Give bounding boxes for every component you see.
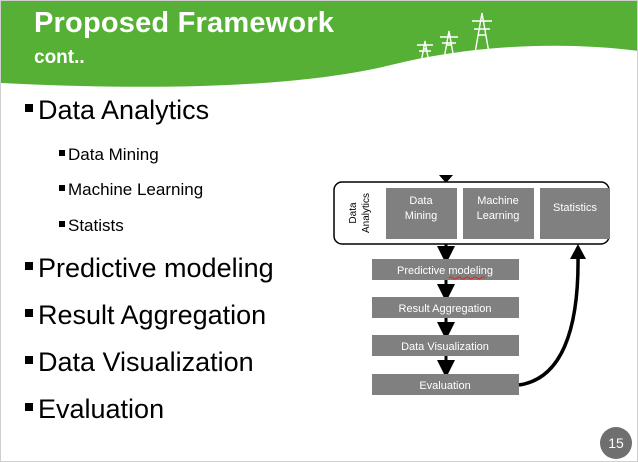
bullet-text: Machine Learning <box>68 180 204 199</box>
spellcheck-underline <box>448 276 486 280</box>
sub-bullet-item: Data Mining <box>25 145 159 165</box>
module-label: Mining <box>405 210 437 222</box>
bullet-text: Data Visualization <box>38 347 254 377</box>
bullet-text: Statists <box>68 216 124 235</box>
sub-bullet-item: Machine Learning <box>25 180 203 200</box>
bullet-item: Data Visualization <box>25 347 254 378</box>
module-label: Machine <box>477 195 519 207</box>
step-label: Result Aggregation <box>399 303 492 315</box>
bullet-item: Data Analytics <box>25 95 209 126</box>
slide-title: Proposed Framework <box>34 7 335 39</box>
bullet-square-icon <box>25 261 33 270</box>
module-box <box>463 188 534 239</box>
bullet-square-icon <box>25 355 33 364</box>
bullet-text: Data Mining <box>68 145 159 164</box>
module-box <box>386 188 457 239</box>
module-label: Data <box>409 195 433 207</box>
feedback-arrowhead-icon <box>570 244 586 259</box>
header-banner <box>1 1 637 87</box>
bullet-item: Result Aggregation <box>25 300 266 331</box>
power-tower-icon <box>417 12 492 64</box>
bullet-text: Result Aggregation <box>38 300 267 330</box>
page-number-badge: 15 <box>600 427 632 459</box>
bullet-item: Predictive modeling <box>25 253 274 284</box>
sub-bullet-item: Statists <box>25 216 124 236</box>
bullet-square-icon <box>59 184 65 191</box>
bullet-text: Predictive modeling <box>38 253 274 283</box>
group-label-line2: Analytics <box>361 193 372 233</box>
step-box <box>372 374 519 395</box>
step-label: Predictive modeling <box>397 265 493 277</box>
bullet-square-icon <box>59 149 65 156</box>
step-box <box>372 335 519 356</box>
bullet-square-icon <box>25 103 33 112</box>
step-label: Evaluation <box>419 380 470 392</box>
bullet-square-icon <box>25 308 33 317</box>
feedback-arrow <box>518 255 580 387</box>
step-box <box>372 297 519 318</box>
step-label: Data Visualization <box>401 341 489 353</box>
green-wave-shape <box>1 1 637 87</box>
module-label: Learning <box>477 210 520 222</box>
bullet-square-icon <box>59 220 65 227</box>
slide-subtitle: cont.. <box>34 47 85 68</box>
bullet-text: Data Analytics <box>38 95 210 125</box>
module-label: Statistics <box>553 202 598 214</box>
step-box <box>372 259 519 280</box>
group-label-line1: Data <box>348 202 359 224</box>
bullet-square-icon <box>25 402 33 411</box>
module-box <box>540 188 610 239</box>
bullet-text: Evaluation <box>38 394 165 424</box>
bullet-item: Evaluation <box>25 394 164 425</box>
entry-arrow-icon <box>439 175 453 183</box>
